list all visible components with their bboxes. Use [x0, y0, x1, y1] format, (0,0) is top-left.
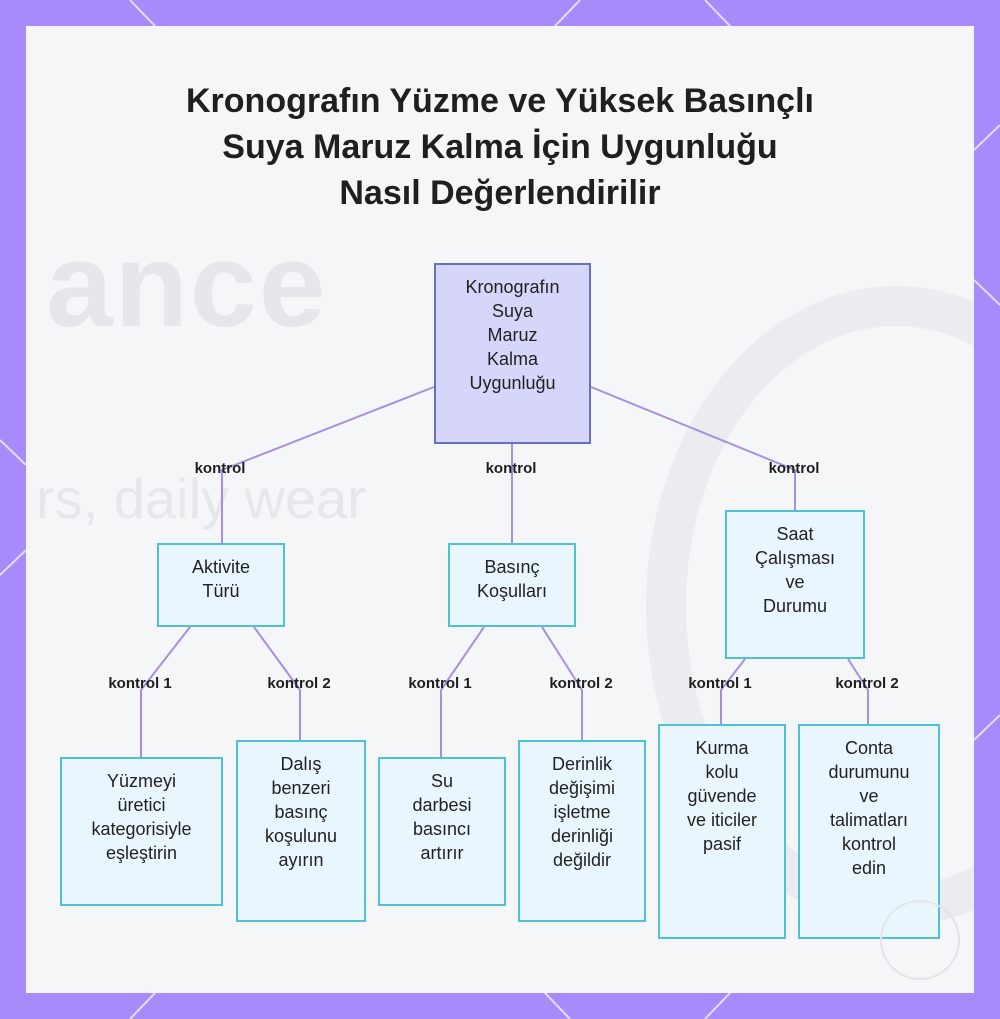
watermark-subtext: rs, daily wear	[36, 467, 366, 530]
leaf-node-dive-pressure: Dalış benzeri basınç koşulunu ayırın	[236, 740, 366, 922]
leaf-node-gasket-check: Conta durumunu ve talimatları kontrol ed…	[798, 724, 940, 939]
leaf-label-gasket-check: Conta durumunu ve talimatları kontrol ed…	[828, 738, 910, 878]
title-line-1: Kronografın Yüzme ve Yüksek Basınçlı	[186, 82, 814, 120]
leaf-node-depth-change: Derinlik değişimi işletme derinliği deği…	[518, 740, 646, 922]
edge-pressure-2	[541, 626, 583, 740]
edge-activity-1	[140, 626, 191, 757]
diagram-title: Kronografın Yüzme ve Yüksek Basınçlı Suy…	[26, 78, 974, 216]
watch-operation-node: Saat Çalışması ve Durumu	[725, 510, 865, 659]
edge-label-root-operation: kontrol	[768, 460, 820, 477]
edge-root-operation	[590, 386, 796, 510]
leaf-label-swim-category: Yüzmeyi üretici kategorisiyle eşleştirin	[91, 771, 192, 863]
watch-seal-logo	[880, 900, 960, 980]
leaf-label-water-impact: Su darbesi basıncı artırır	[412, 771, 472, 863]
edge-activity-2	[253, 626, 301, 740]
edge-label-pressure-1: kontrol 1	[408, 675, 472, 692]
watermark-text: ance	[46, 218, 328, 352]
activity-type-label: Aktivite Türü	[191, 557, 251, 601]
root-node: Kronografın Suya Maruz Kalma Uygunluğu	[434, 263, 591, 444]
pressure-conditions-node: Basınç Koşulları	[448, 543, 576, 627]
edge-label-activity-2: kontrol 2	[267, 675, 331, 692]
edge-label-operation-1: kontrol 1	[688, 675, 752, 692]
edge-operation-1	[720, 658, 746, 724]
activity-type-node: Aktivite Türü	[157, 543, 285, 627]
leaf-label-depth-change: Derinlik değişimi işletme derinliği deği…	[548, 754, 616, 870]
edge-label-pressure-2: kontrol 2	[549, 675, 613, 692]
title-line-3: Nasıl Değerlendirilir	[339, 174, 661, 212]
edge-pressure-1	[440, 626, 485, 757]
edge-label-root-pressure: kontrol	[485, 460, 537, 477]
pressure-conditions-label: Basınç Koşulları	[476, 557, 548, 601]
leaf-node-water-impact: Su darbesi basıncı artırır	[378, 757, 506, 906]
edge-root-activity	[221, 386, 435, 543]
leaf-label-crown-secure: Kurma kolu güvende ve iticiler pasif	[686, 738, 757, 854]
leaf-node-crown-secure: Kurma kolu güvende ve iticiler pasif	[658, 724, 786, 939]
edge-operation-2	[847, 658, 869, 724]
edge-label-root-activity: kontrol	[194, 460, 246, 477]
title-line-2: Suya Maruz Kalma İçin Uygunluğu	[222, 128, 778, 166]
edge-label-operation-2: kontrol 2	[835, 675, 899, 692]
leaf-node-swim-category: Yüzmeyi üretici kategorisiyle eşleştirin	[60, 757, 223, 906]
leaf-label-dive-pressure: Dalış benzeri basınç koşulunu ayırın	[264, 754, 338, 870]
watch-operation-label: Saat Çalışması ve Durumu	[754, 524, 835, 616]
root-node-label: Kronografın Suya Maruz Kalma Uygunluğu	[465, 277, 560, 393]
edge-label-activity-1: kontrol 1	[108, 675, 172, 692]
